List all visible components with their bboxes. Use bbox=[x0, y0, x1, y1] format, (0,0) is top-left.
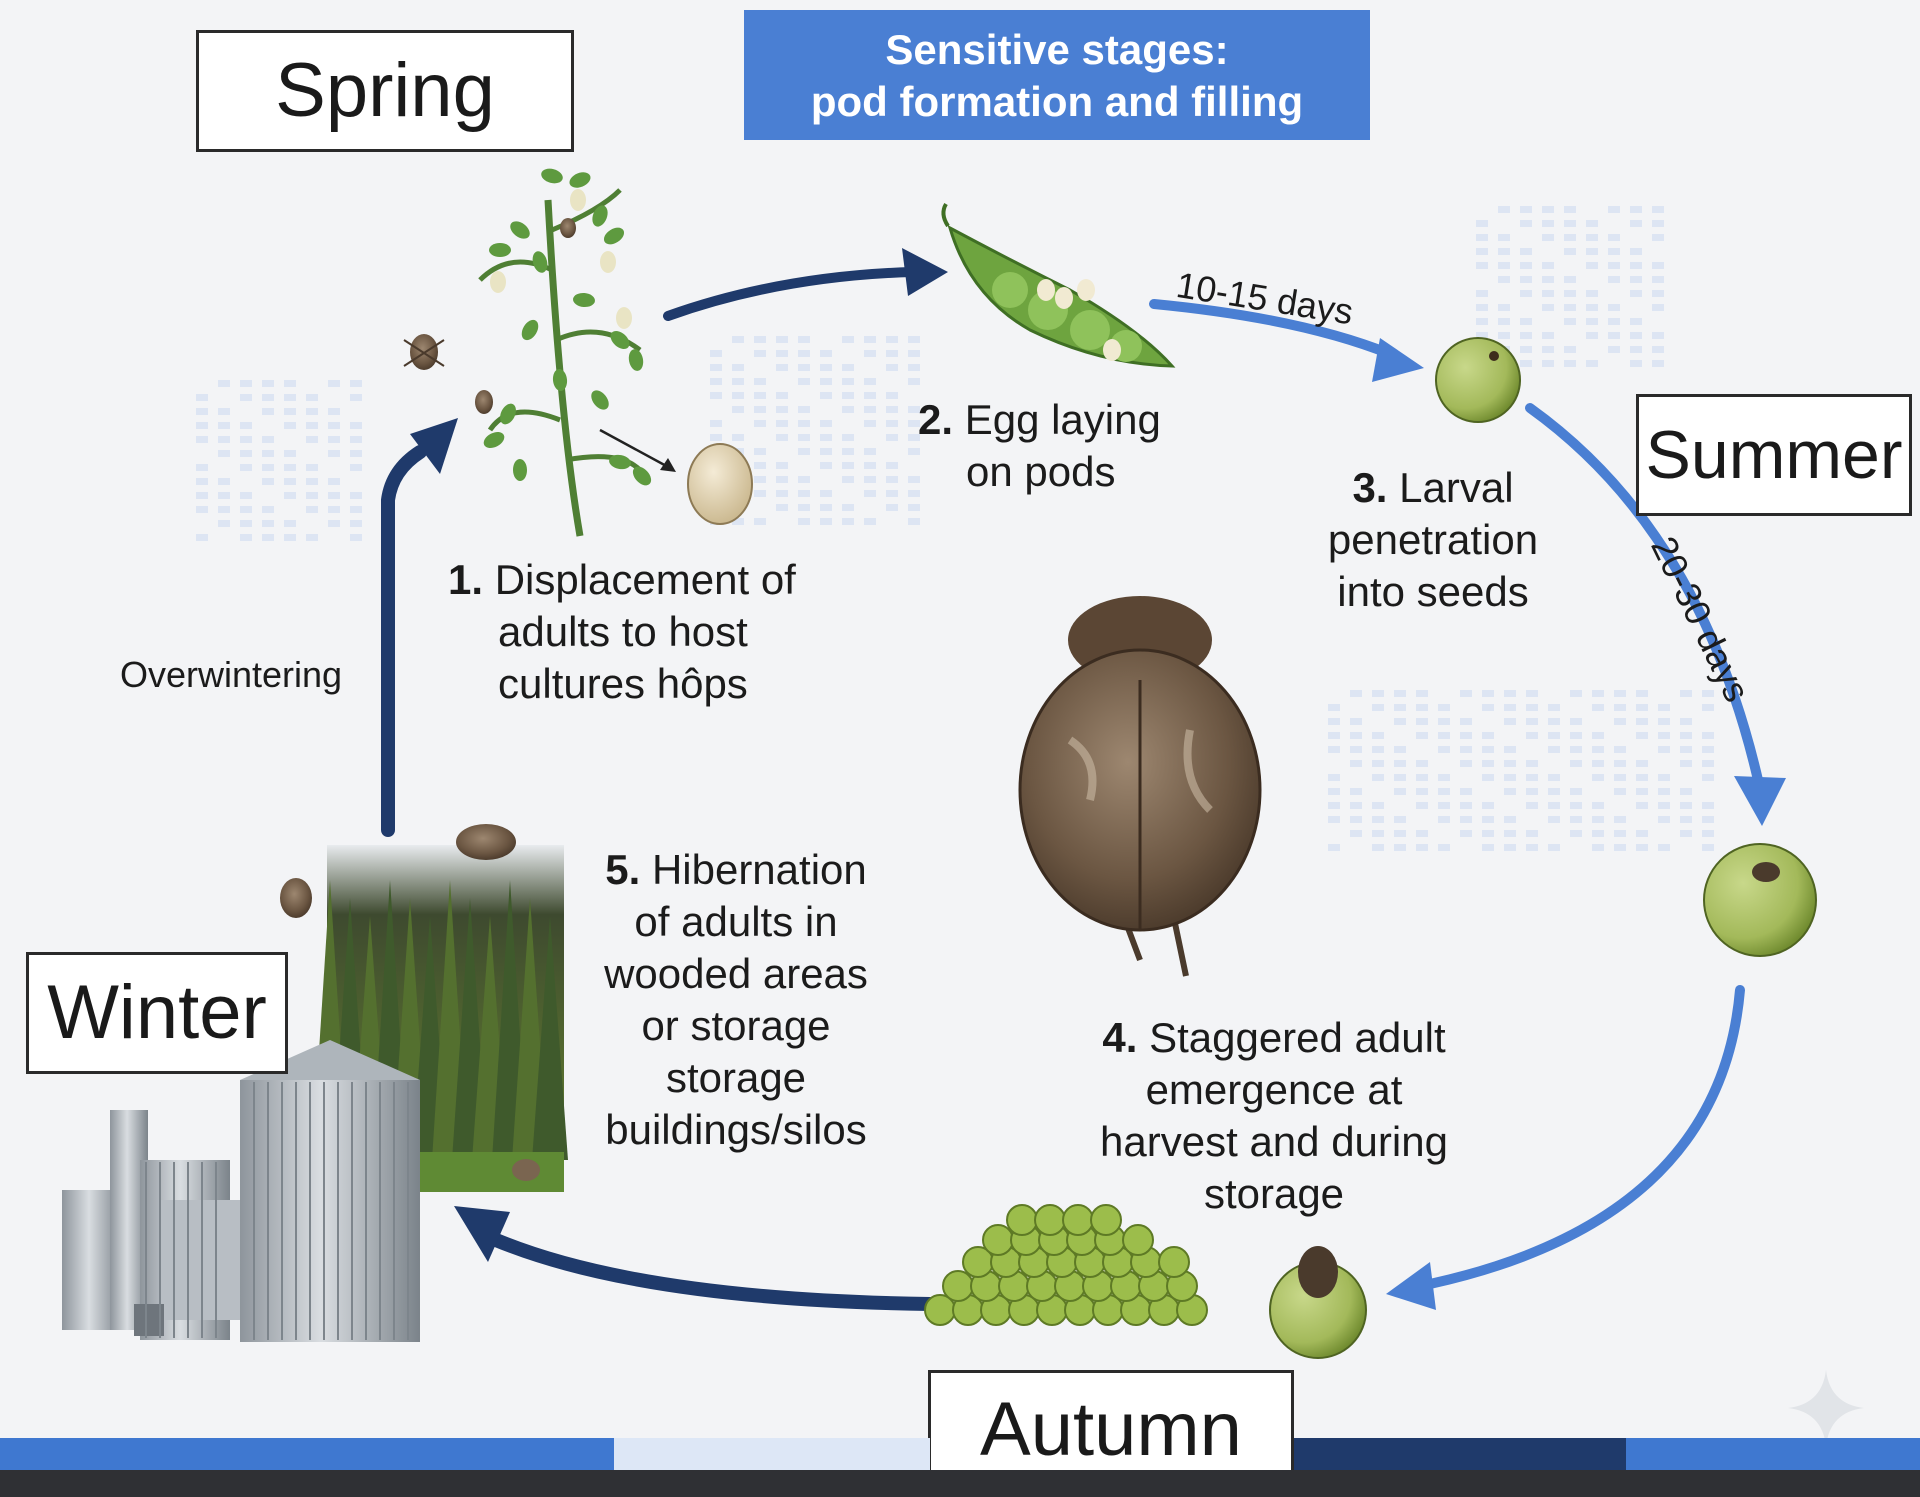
arrow-head bbox=[454, 1206, 510, 1262]
egg-icon bbox=[687, 443, 753, 525]
stage-3-label: 3. Larval penetration into seeds bbox=[1300, 462, 1566, 618]
seed-icon bbox=[1435, 337, 1521, 423]
arrow-autumn-to-winter bbox=[489, 1233, 937, 1311]
stage-1-label: 1. Displacement of adults to host cultur… bbox=[448, 554, 848, 710]
stage-text: Egg laying bbox=[964, 396, 1161, 443]
overwintering-label: Overwintering bbox=[120, 654, 343, 695]
pea-pod-icon bbox=[941, 202, 1176, 368]
stage-text: storage bbox=[665, 1054, 807, 1101]
sparkle-icon bbox=[1788, 1370, 1864, 1446]
stage-text: cultures hôps bbox=[498, 660, 748, 707]
arrow-head bbox=[902, 248, 948, 296]
season-spring: Spring bbox=[196, 30, 574, 152]
cycle-arrows bbox=[381, 248, 1786, 1311]
arrow-head bbox=[1734, 776, 1786, 826]
stage-2-label: 2. Egg laying on pods bbox=[918, 394, 1178, 498]
stage-text: Staggered adult bbox=[1149, 1014, 1446, 1061]
arrow-head bbox=[1372, 338, 1424, 382]
banner-line-1: Sensitive stages: bbox=[885, 26, 1229, 73]
arrow-seed-to-autumn bbox=[1425, 985, 1745, 1289]
stage-text: of adults in bbox=[634, 898, 838, 945]
stage-number: 5. bbox=[605, 846, 641, 893]
stage-5-label: 5. Hibernation of adults in wooded areas… bbox=[586, 844, 886, 1156]
beetle-icon bbox=[403, 218, 576, 414]
season-summer: Summer bbox=[1636, 394, 1912, 516]
seed-icon bbox=[1703, 843, 1817, 957]
stage-text: buildings/silos bbox=[605, 1106, 867, 1153]
chickpea-plant-icon bbox=[478, 168, 676, 537]
arrow-head bbox=[410, 418, 458, 474]
stage-text: or storage bbox=[641, 1002, 831, 1049]
stage-text: Larval bbox=[1399, 464, 1514, 511]
stage-text: harvest and during bbox=[1100, 1118, 1448, 1165]
footer-bar bbox=[0, 1470, 1920, 1497]
pea-pile-icon bbox=[924, 1204, 1208, 1326]
stage-text: storage bbox=[1203, 1170, 1345, 1217]
banner-line-2: pod formation and filling bbox=[810, 78, 1304, 125]
arrow-seed-to-seed bbox=[1525, 403, 1763, 785]
seed-icon bbox=[1269, 1246, 1367, 1359]
silo-icon bbox=[62, 1040, 420, 1342]
stage-text: adults to host bbox=[498, 608, 748, 655]
sensitive-stages-banner: Sensitive stages: pod formation and fill… bbox=[744, 10, 1370, 140]
stage-text: into seeds bbox=[1337, 568, 1529, 615]
stage-number: 1. bbox=[448, 556, 484, 603]
beetle-icon bbox=[1018, 596, 1262, 977]
stage-text: penetration bbox=[1327, 516, 1539, 563]
stage-text: on pods bbox=[966, 448, 1116, 495]
stage-text: wooded areas bbox=[604, 950, 868, 997]
arrow-spring-to-pod bbox=[663, 267, 917, 321]
stage-text: Displacement of bbox=[494, 556, 796, 603]
stage-4-label: 4. Staggered adult emergence at harvest … bbox=[1084, 1012, 1464, 1220]
background-pattern bbox=[196, 206, 1714, 851]
arrow-overwintering bbox=[381, 445, 427, 837]
stage-text: emergence at bbox=[1145, 1066, 1403, 1113]
stage-number: 2. bbox=[918, 396, 954, 443]
beetle-icon bbox=[280, 824, 516, 918]
arrow-head bbox=[1386, 1262, 1436, 1310]
stage-number: 4. bbox=[1102, 1014, 1138, 1061]
arrow-pod-to-seed bbox=[1149, 299, 1395, 359]
season-winter: Winter bbox=[26, 952, 288, 1074]
stage-number: 3. bbox=[1352, 464, 1388, 511]
bottom-color-strip bbox=[0, 1438, 1920, 1470]
stage-text: Hibernation bbox=[651, 846, 867, 893]
